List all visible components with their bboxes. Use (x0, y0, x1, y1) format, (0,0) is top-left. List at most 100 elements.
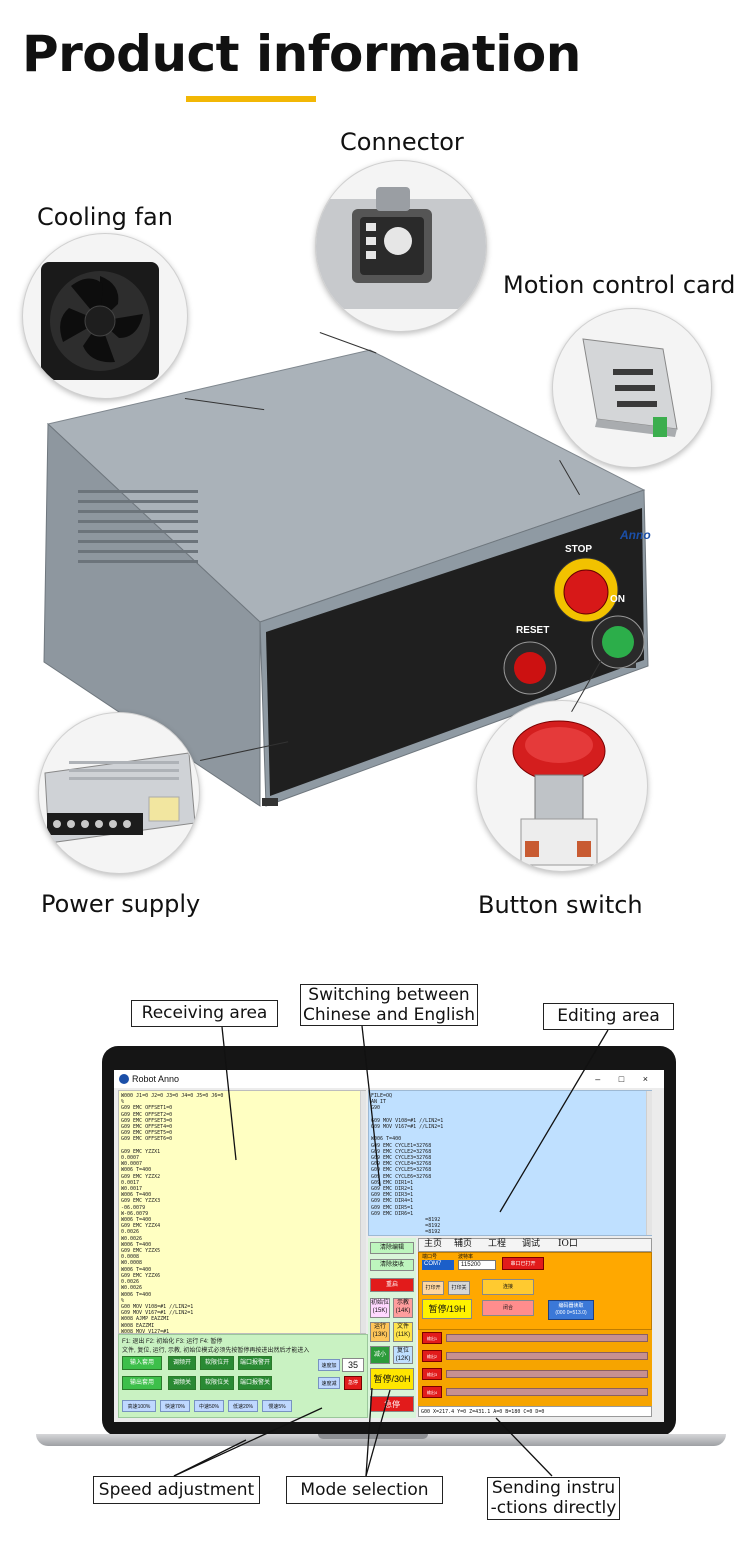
power-supply-icon (44, 752, 196, 844)
laptop-base (36, 1434, 726, 1446)
reset-label: RESET (516, 625, 550, 636)
port-alarm-off-button[interactable]: 端口报警关 (238, 1376, 272, 1390)
pause-button[interactable]: 暂停/19H (422, 1299, 472, 1319)
callout-speed-adjustment: Speed adjustment (93, 1476, 260, 1504)
callout-switching: Switching between Chinese and English (300, 984, 478, 1026)
init-button[interactable]: 初始位 (15K) (370, 1298, 390, 1318)
callout-editing-area: Editing area (543, 1003, 674, 1030)
callout-sending: Sending instru -ctions directly (487, 1477, 620, 1520)
reset-button[interactable]: 复位 (12K) (393, 1346, 413, 1364)
connector-icon (316, 187, 486, 309)
help-line-2: 文件, 复位, 运行, 示教, 初始位模式必须先按暂停再按进出然后才能进入 (122, 1348, 310, 1354)
receiving-area[interactable]: W000 J1=0 J2=0 J3=0 J4=0 J5=0 J6=0 % G09… (118, 1090, 366, 1334)
close-button[interactable]: 闭合 (482, 1300, 534, 1316)
output-3-bar (446, 1370, 648, 1378)
baud-select[interactable]: 115200 (458, 1260, 496, 1270)
output-4-button[interactable]: 输出4 (422, 1386, 442, 1398)
window-controls[interactable]: – □ × (595, 1074, 656, 1084)
speed-preset-70[interactable]: 快速70% (160, 1400, 190, 1412)
output-apply-button[interactable]: 输出套用 (122, 1376, 162, 1390)
speed-up-button[interactable]: 速度加 (318, 1359, 340, 1371)
callout-receiving-area: Receiving area (131, 1000, 278, 1027)
app-window: Robot Anno – □ × W000 J1=0 J2=0 J3=0 J4=… (114, 1070, 664, 1422)
mode-pause-button[interactable]: 暂停/30H (370, 1368, 414, 1390)
editing-area[interactable]: FILE=OQ AN IT G90 G09 MOV V108=#1 //LIN2… (368, 1090, 652, 1236)
encoder-read-label: 编码器读取 (558, 1303, 584, 1309)
speed-preset-50[interactable]: 中速50% (194, 1400, 224, 1412)
output-4-bar (446, 1388, 648, 1396)
restart-button[interactable]: 重启 (370, 1278, 414, 1292)
cooling-fan-bubble (22, 233, 188, 399)
port-label: 端口号 (422, 1254, 438, 1260)
callout-sending-line1: Sending instru (491, 1478, 616, 1498)
tab-bar (418, 1238, 652, 1252)
speed-preset-20[interactable]: 低速20% (228, 1400, 258, 1412)
output-1-button[interactable]: 输出1 (422, 1332, 442, 1344)
callout-sending-line2: -ctions directly (490, 1498, 617, 1518)
output-2-bar (446, 1352, 648, 1360)
tab-aux[interactable]: 辅页 (454, 1239, 473, 1249)
label-power-supply: Power supply (41, 890, 201, 918)
label-motion-control-card: Motion control card (503, 271, 736, 299)
help-line-1: F1: 退出 F2: 初始化 F3: 运行 F4: 暂停 (122, 1339, 223, 1345)
teach-button[interactable]: 示教 (14K) (393, 1298, 413, 1318)
window-title: Robot Anno (114, 1070, 664, 1088)
encoder-read-button[interactable]: 编码器读取 (000 0=513.0) (548, 1300, 594, 1320)
port-alarm-on-button[interactable]: 端口报警开 (238, 1356, 272, 1370)
laptop-notch (318, 1434, 428, 1439)
print-on-button[interactable]: 打印开 (422, 1281, 444, 1295)
control-cabinet-image (43, 349, 649, 807)
speed-down-button[interactable]: 速度减 (318, 1377, 340, 1389)
callout-switching-line1: Switching between (308, 985, 470, 1005)
page-title: Product information (22, 25, 581, 83)
fan-icon (41, 262, 159, 380)
motion-card-icon (582, 338, 678, 437)
fm-on-button[interactable]: 调频开 (168, 1356, 196, 1370)
receive-scrollbar[interactable] (360, 1091, 366, 1333)
connect-button[interactable]: 连接 (482, 1279, 534, 1295)
run-button[interactable]: 运行 (13K) (370, 1322, 390, 1342)
input-apply-button[interactable]: 输入套用 (122, 1356, 162, 1370)
label-cooling-fan: Cooling fan (37, 203, 173, 231)
brand-logo: Anno (620, 528, 651, 542)
output-1-bar (446, 1334, 648, 1342)
file-button[interactable]: 文件 (11K) (393, 1322, 413, 1342)
emergency-button-icon (512, 720, 606, 866)
tab-debug[interactable]: 调试 (522, 1239, 541, 1249)
port-status-button[interactable]: 串口已打开 (502, 1257, 544, 1270)
small-stop-button[interactable]: 急停 (344, 1376, 362, 1390)
callout-mode-selection: Mode selection (286, 1476, 443, 1504)
fm-off-button[interactable]: 调频关 (168, 1376, 196, 1390)
motion-card-bubble (552, 308, 712, 468)
output-2-button[interactable]: 输出2 (422, 1350, 442, 1362)
connector-bubble (315, 160, 487, 332)
port-select[interactable]: COM7 (422, 1260, 454, 1270)
title-underline (186, 96, 316, 102)
tab-io[interactable]: IO口 (558, 1239, 578, 1249)
clear-receive-button[interactable]: 清除接收 (370, 1259, 414, 1271)
power-supply-bubble (38, 712, 200, 874)
tab-home[interactable]: 主页 (424, 1239, 443, 1249)
stop-label: STOP (565, 544, 593, 555)
tab-project[interactable]: 工程 (488, 1239, 507, 1249)
label-connector: Connector (340, 128, 464, 156)
callout-pointer-lines (173, 1025, 609, 1477)
speed-preset-5[interactable]: 慢速5% (262, 1400, 292, 1412)
clear-edit-button[interactable]: 清除编辑 (370, 1242, 414, 1254)
baud-label: 波特率 (458, 1254, 474, 1260)
reduce-button[interactable]: 减小 (370, 1346, 390, 1364)
soft-limit-on-button[interactable]: 软限位开 (200, 1356, 234, 1370)
encoder-read-value: (000 0=513.0) (555, 1310, 587, 1316)
callout-switching-line2: Chinese and English (302, 1005, 476, 1025)
output-3-button[interactable]: 输出3 (422, 1368, 442, 1380)
print-off-button[interactable]: 打印关 (448, 1281, 470, 1295)
speed-value[interactable]: 35 (342, 1358, 364, 1372)
edit-scrollbar[interactable] (646, 1091, 652, 1235)
command-input[interactable]: G00 X=217.4 Y=0 Z=431.1 A=0 B=180 C=0 D=… (418, 1406, 652, 1417)
on-label: ON (610, 594, 625, 605)
label-button-switch: Button switch (478, 891, 643, 919)
app-icon (119, 1074, 129, 1084)
soft-limit-off-button[interactable]: 软限位关 (200, 1376, 234, 1390)
button-switch-bubble (476, 700, 648, 872)
speed-preset-100[interactable]: 高速100% (122, 1400, 156, 1412)
